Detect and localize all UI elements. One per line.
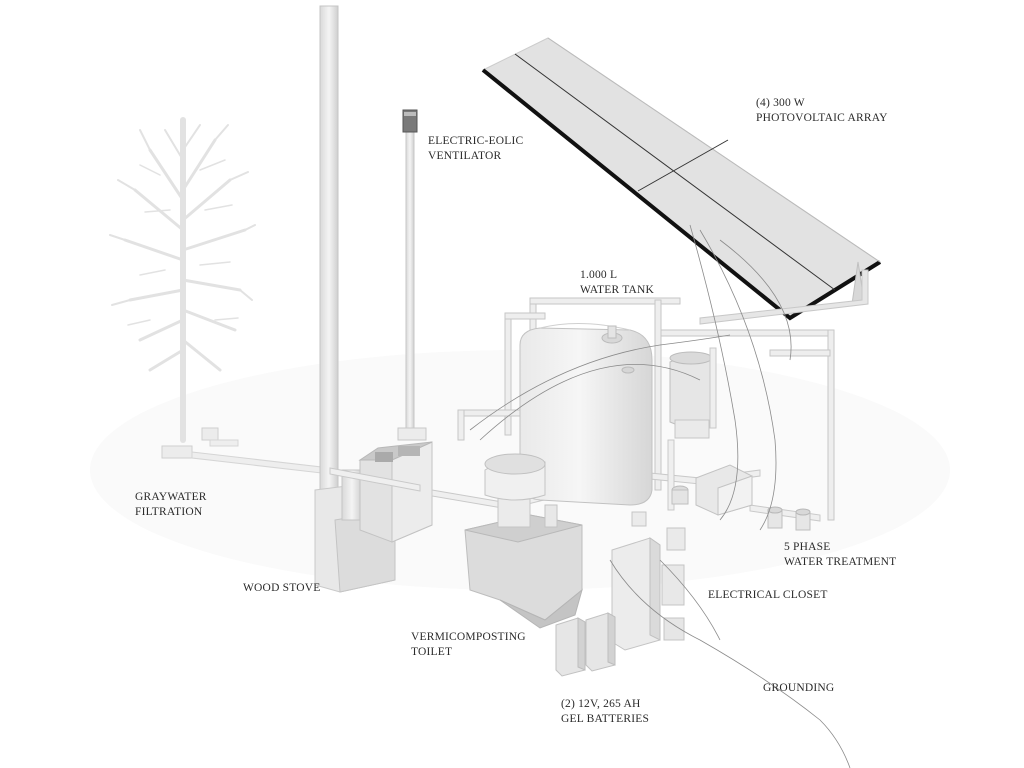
label-electrical-closet: ELECTRICAL CLOSET (708, 588, 828, 603)
pressure-tank (669, 347, 717, 439)
label-toilet-line1: VERMICOMPOSTING (411, 631, 526, 643)
graywater-filter-fixtures (161, 427, 331, 475)
water-treatment (671, 464, 811, 531)
label-wood-stove: WOOD STOVE (243, 581, 321, 596)
label-water-tank-line1: 1.000 L (580, 269, 618, 281)
label-pv-array: (4) 300 W PHOTOVOLTAIC ARRAY (756, 96, 888, 126)
tree (109, 117, 256, 443)
label-water-treatment-line2: WATER TREATMENT (784, 556, 897, 568)
electrical-closet (611, 527, 686, 651)
label-ventilator-line2: VENTILATOR (428, 150, 502, 162)
label-pv-array-line1: (4) 300 W (756, 97, 805, 109)
label-wood-stove-line1: WOOD STOVE (243, 582, 321, 594)
ventilator (397, 109, 427, 441)
label-toilet-line2: TOILET (411, 646, 453, 658)
label-graywater-line1: GRAYWATER (135, 491, 207, 503)
wood-stove (314, 5, 433, 593)
label-batteries: (2) 12V, 265 AH GEL BATTERIES (561, 697, 649, 727)
label-water-tank: 1.000 L WATER TANK (580, 268, 654, 298)
label-grounding-line1: GROUNDING (763, 682, 835, 694)
label-batteries-line2: GEL BATTERIES (561, 713, 650, 725)
gel-batteries (555, 612, 616, 677)
label-ventilator: ELECTRIC-EOLIC VENTILATOR (428, 134, 523, 164)
wiring (469, 224, 851, 768)
label-ventilator-line1: ELECTRIC-EOLIC (428, 135, 524, 147)
pv-array (481, 37, 882, 325)
label-toilet: VERMICOMPOSTING TOILET (411, 630, 526, 660)
toilet (464, 453, 647, 629)
label-water-treatment: 5 PHASE WATER TREATMENT (784, 540, 896, 570)
label-batteries-line1: (2) 12V, 265 AH (561, 698, 641, 710)
label-graywater-line2: FILTRATION (135, 506, 203, 518)
label-pv-array-line2: PHOTOVOLTAIC ARRAY (756, 112, 888, 124)
label-electrical-closet-line1: ELECTRICAL CLOSET (708, 589, 828, 601)
label-water-treatment-line1: 5 PHASE (784, 541, 831, 553)
label-graywater: GRAYWATER FILTRATION (135, 490, 207, 520)
label-water-tank-line2: WATER TANK (580, 284, 655, 296)
label-grounding: GROUNDING (763, 681, 834, 696)
